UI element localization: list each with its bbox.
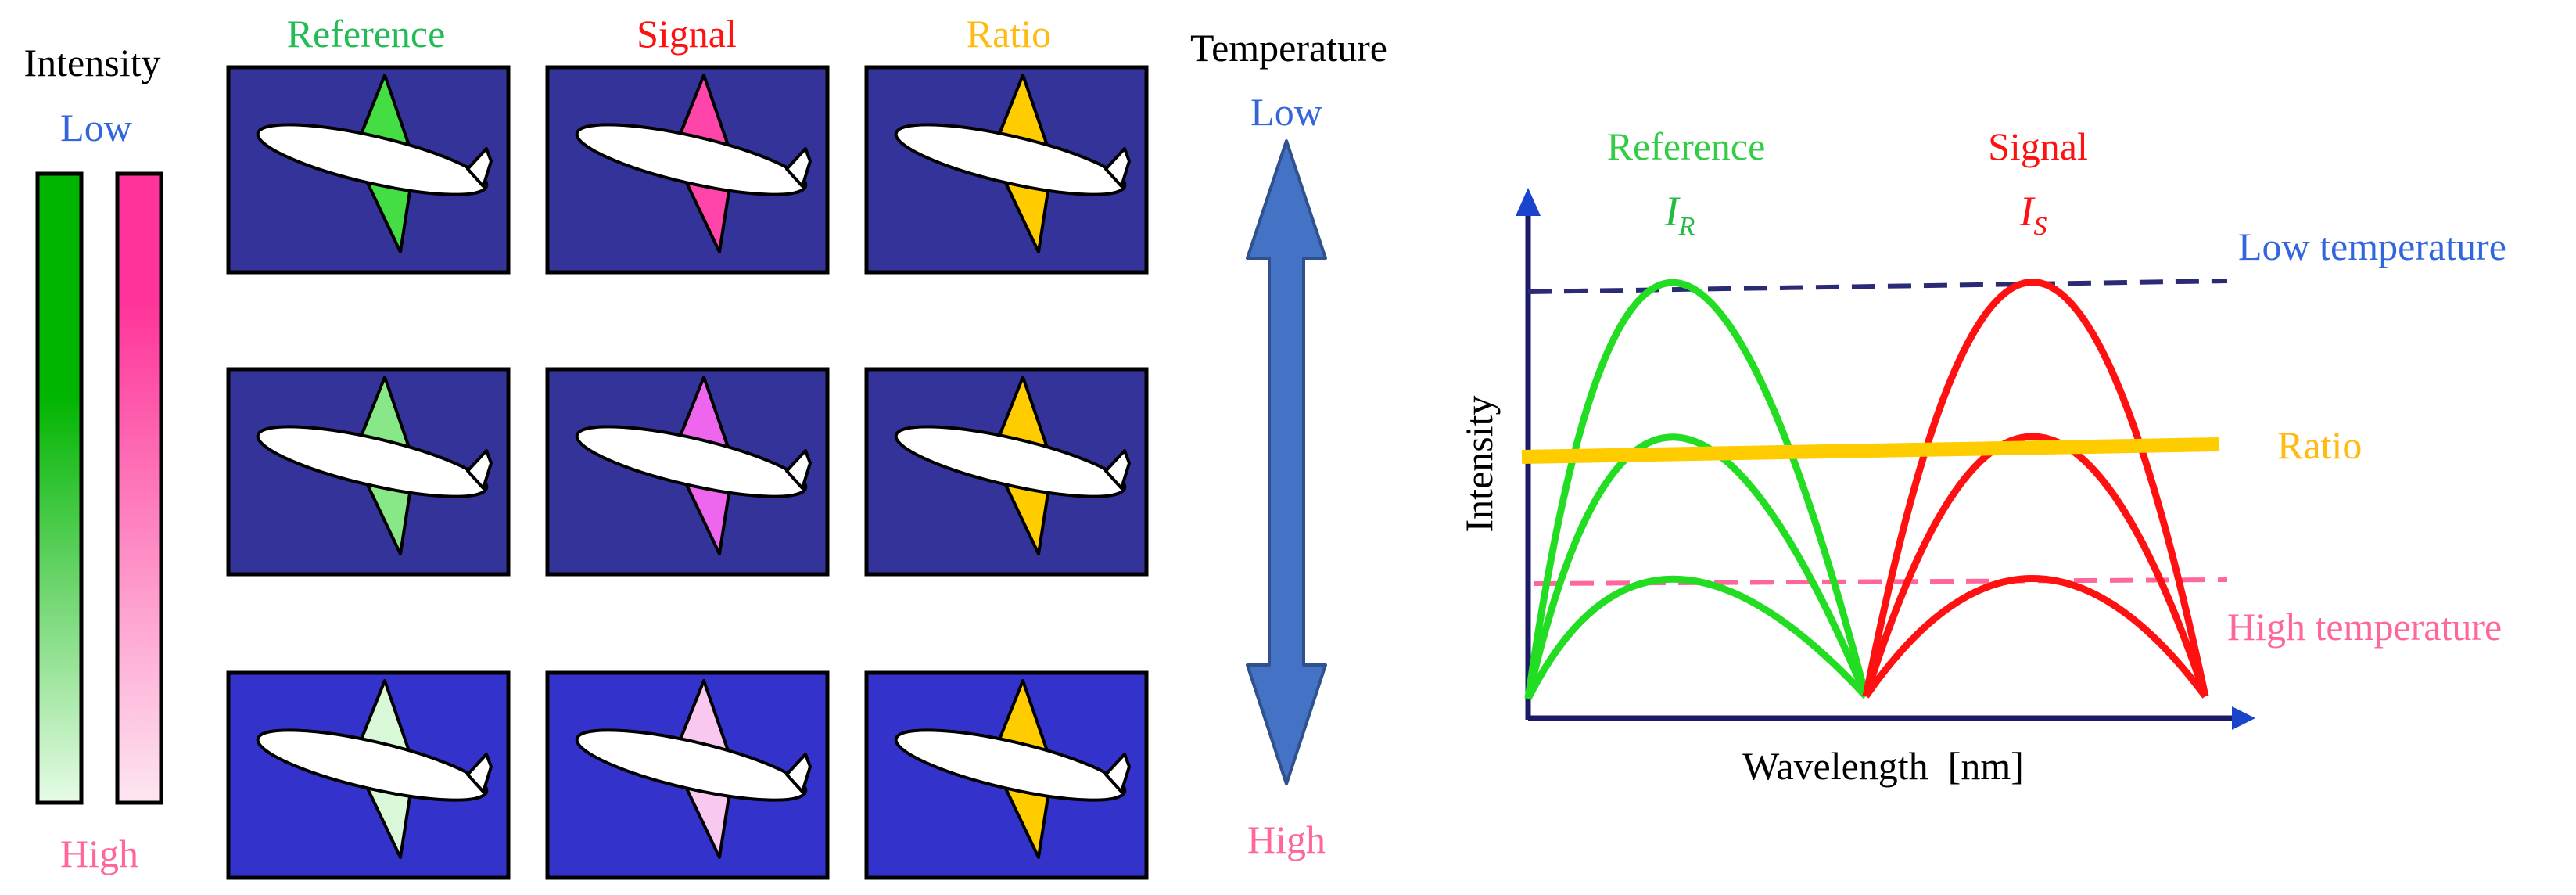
aircraft-fuselage	[894, 728, 1127, 802]
signal-curve-mid-temperature	[1862, 433, 2209, 698]
aircraft-image-grid	[226, 65, 1149, 880]
aircraft-tail	[466, 449, 493, 490]
reference-symbol: IR	[1664, 188, 1695, 241]
intensity-high-label: High	[60, 832, 138, 875]
aircraft-fuselage	[256, 728, 489, 802]
high-temperature-label: High temperature	[2227, 605, 2502, 649]
intensity-scale: Intensity Low High	[24, 41, 163, 875]
x-axis-arrowhead	[2232, 706, 2255, 730]
reference-curve-low-temperature	[1524, 279, 1870, 699]
reference-curve-mid-temperature	[1524, 433, 1870, 700]
x-axis-label: Wavelength [nm]	[1742, 744, 2024, 788]
aircraft-tile-ratio-1	[864, 65, 1149, 275]
aircraft-tile-signal-3	[545, 670, 830, 880]
ratio-label: Ratio	[2277, 423, 2362, 467]
temperature-high-label: High	[1247, 818, 1326, 861]
low-temperature-line	[1527, 279, 2228, 294]
signal-curve-low-temperature	[1862, 279, 2209, 697]
aircraft-tile-ratio-3	[864, 670, 1149, 880]
aircraft-fuselage	[575, 425, 808, 498]
aircraft-tile-reference-1	[226, 65, 511, 275]
intensity-label: Intensity	[24, 41, 161, 84]
ratio-line	[1521, 437, 2220, 464]
signal-label: Signal	[1988, 124, 2088, 168]
aircraft-tail	[785, 147, 812, 188]
signal-intensity-bar	[115, 171, 163, 805]
aircraft-tile-reference-3	[226, 670, 511, 880]
y-axis-label: Intensity	[1457, 396, 1501, 533]
aircraft-tail	[1104, 147, 1131, 188]
aircraft-tile-reference-2	[226, 367, 511, 577]
aircraft-fuselage	[575, 123, 808, 196]
column-headers: Reference Signal Ratio	[287, 12, 1051, 56]
temperature-scale: Temperature Low High	[1190, 26, 1387, 861]
temperature-low-label: Low	[1250, 90, 1322, 134]
aircraft-tile-signal-2	[545, 367, 830, 577]
aircraft-tail	[466, 753, 493, 793]
aircraft-tail	[466, 147, 493, 188]
aircraft-fuselage	[575, 728, 808, 802]
reference-label: Reference	[1607, 124, 1766, 168]
temperature-label: Temperature	[1190, 26, 1387, 70]
aircraft-tile-ratio-2	[864, 367, 1149, 577]
reference-curve-high-temperature	[1524, 575, 1869, 701]
column-header-ratio: Ratio	[967, 12, 1051, 56]
aircraft-fuselage	[256, 123, 489, 196]
spectrum-plot: Reference IR Signal IS Low temperature R…	[1457, 124, 2506, 788]
aircraft-tail	[785, 449, 812, 490]
aircraft-tail	[785, 753, 812, 793]
reference-intensity-bar	[35, 171, 84, 805]
aircraft-fuselage	[256, 425, 489, 498]
temperature-double-arrow	[1246, 139, 1327, 785]
y-axis-arrowhead	[1516, 188, 1541, 216]
aircraft-tail	[1104, 753, 1131, 793]
aircraft-fuselage	[894, 425, 1127, 498]
column-header-signal: Signal	[637, 12, 737, 56]
signal-curve-high-temperature	[1863, 575, 2208, 699]
aircraft-tile-signal-1	[545, 65, 830, 275]
low-temperature-label: Low temperature	[2238, 225, 2506, 268]
column-header-reference: Reference	[287, 12, 446, 56]
intensity-low-label: Low	[60, 106, 132, 149]
aircraft-fuselage	[894, 123, 1127, 196]
signal-symbol: IS	[2019, 188, 2047, 241]
aircraft-tail	[1104, 449, 1131, 490]
